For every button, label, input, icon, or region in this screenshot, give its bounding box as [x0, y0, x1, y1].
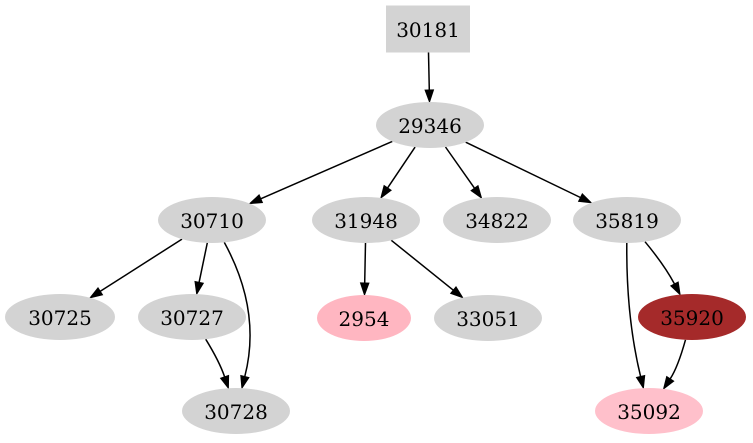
- node-label: 35092: [617, 400, 681, 424]
- edge-line: [363, 242, 367, 284]
- edge-35819-35092: [626, 242, 646, 390]
- edge-29346-31948: [380, 146, 416, 200]
- node-shape: [158, 197, 266, 243]
- node-35819: 35819: [573, 197, 681, 243]
- edge-arrowhead: [194, 280, 205, 296]
- edge-arrowhead: [359, 282, 370, 297]
- node-shape: [443, 197, 551, 243]
- edge-29346-30710: [248, 140, 393, 205]
- node-shape: [317, 295, 411, 341]
- node-shape: [573, 197, 681, 243]
- edge-line: [669, 339, 687, 380]
- node-2954: 2954: [317, 295, 411, 341]
- edge-line: [644, 241, 676, 285]
- node-33051: 33051: [434, 295, 542, 341]
- node-shape: [386, 5, 470, 53]
- edge-arrowhead: [248, 194, 264, 205]
- edge-arrowhead: [577, 192, 593, 204]
- node-label: 30181: [396, 18, 460, 42]
- node-shape: [182, 388, 290, 434]
- node-shape: [138, 294, 246, 340]
- node-label: 29346: [398, 114, 462, 138]
- node-shape: [5, 294, 115, 340]
- edge-line: [260, 140, 393, 200]
- node-30727: 30727: [138, 294, 246, 340]
- edge-arrowhead: [424, 89, 435, 104]
- edge-35920-35092: [662, 339, 687, 391]
- edge-arrowhead: [88, 286, 104, 299]
- edge-arrowhead: [669, 281, 681, 296]
- edge-31948-2954: [359, 242, 370, 297]
- edge-line: [99, 238, 183, 292]
- node-35920: 35920: [638, 294, 746, 340]
- edge-30710-30727: [194, 242, 209, 296]
- edge-29346-35819: [465, 141, 593, 204]
- node-shape: [312, 197, 420, 243]
- edge-layer: [88, 52, 687, 391]
- node-shape: [638, 294, 746, 340]
- node-30725: 30725: [5, 294, 115, 340]
- edge-line: [427, 52, 431, 91]
- edge-29346-34822: [444, 146, 483, 200]
- node-34822: 34822: [443, 197, 551, 243]
- edge-30710-30725: [88, 238, 183, 299]
- node-layer: 30181 29346 30710 31948 34822 35819 30725 30727…: [5, 5, 746, 434]
- node-label: 30728: [204, 400, 268, 424]
- edge-line: [198, 242, 209, 283]
- edge-30181-29346: [424, 52, 435, 104]
- node-30181: 30181: [386, 5, 470, 53]
- edge-30710-30728: [223, 242, 251, 390]
- node-label: 35920: [660, 306, 724, 330]
- edge-arrowhead: [470, 184, 483, 200]
- node-31948: 31948: [312, 197, 420, 243]
- node-label: 30727: [160, 306, 224, 330]
- node-label: 33051: [456, 307, 520, 331]
- edge-30727-30728: [205, 338, 230, 390]
- edge-line: [626, 242, 642, 377]
- edge-line: [205, 338, 226, 378]
- edge-line: [390, 239, 454, 291]
- node-label: 35819: [595, 209, 659, 233]
- node-30710: 30710: [158, 197, 266, 243]
- edge-line: [465, 141, 581, 199]
- edge-arrowhead: [662, 375, 675, 391]
- edge-arrowhead: [240, 374, 250, 390]
- edge-arrowhead: [635, 374, 646, 390]
- edge-arrowhead: [449, 286, 464, 299]
- node-35092: 35092: [595, 388, 703, 434]
- edge-31948-33051: [390, 239, 464, 299]
- node-label: 34822: [465, 209, 529, 233]
- node-shape: [434, 295, 542, 341]
- node-label: 30725: [28, 306, 92, 330]
- node-label: 30710: [180, 209, 244, 233]
- edge-arrowhead: [380, 184, 392, 200]
- edge-arrowhead: [219, 374, 230, 390]
- node-30728: 30728: [182, 388, 290, 434]
- node-shape: [595, 388, 703, 434]
- edge-line: [223, 242, 251, 377]
- node-29346: 29346: [376, 102, 484, 148]
- edge-line: [386, 146, 416, 189]
- edge-line: [444, 146, 476, 189]
- node-label: 31948: [334, 209, 398, 233]
- node-shape: [376, 102, 484, 148]
- edge-35819-35920: [644, 241, 681, 296]
- node-label: 2954: [339, 307, 390, 331]
